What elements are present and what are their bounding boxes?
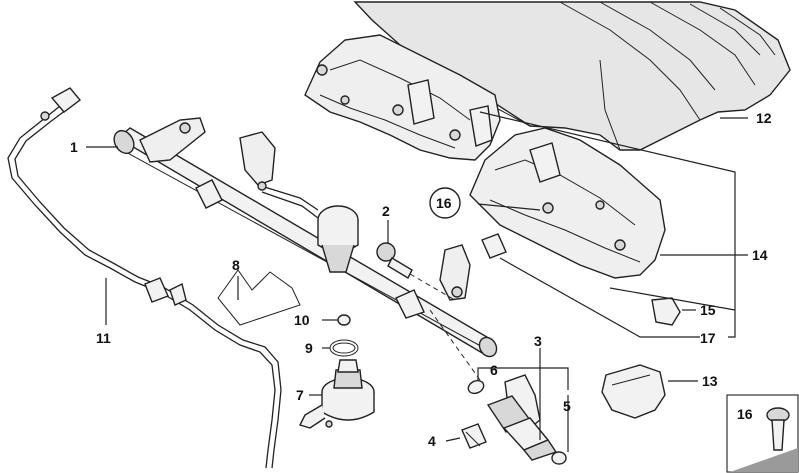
callout-circle-16 (429, 187, 461, 219)
seal-rings (329, 314, 359, 357)
label-part-16: 16 (436, 195, 452, 211)
retaining-spring (217, 269, 301, 326)
label-part-8: 8 (232, 257, 240, 273)
vacuum-line (7, 87, 282, 469)
label-part-1: 1 (70, 139, 78, 155)
label-part-10: 10 (294, 312, 310, 328)
pressure-regulator (299, 359, 375, 429)
upper-trim-bracket (304, 34, 501, 161)
label-part-6: 6 (490, 362, 498, 378)
o-rings (467, 379, 567, 465)
label-part-13: 13 (702, 373, 718, 389)
label-part-5: 5 (563, 398, 571, 414)
part-labels: 1 2 3 4 5 6 7 8 9 10 11 12 13 14 15 16 1… (70, 110, 772, 449)
label-part-12: 12 (756, 110, 772, 126)
label-part-9: 9 (305, 340, 313, 356)
label-part-4: 4 (428, 433, 436, 449)
label-part-15: 15 (700, 302, 716, 318)
inset-label-16: 16 (737, 406, 753, 422)
label-part-7: 7 (296, 387, 304, 403)
injector-clip (461, 423, 487, 449)
inset-box (726, 394, 799, 473)
label-part-14: 14 (752, 247, 768, 263)
label-part-11: 11 (96, 330, 111, 346)
label-part-2: 2 (382, 203, 390, 219)
leader-lines (86, 111, 748, 452)
lower-trim-bracket (469, 127, 666, 279)
fuel-injector (429, 309, 558, 461)
screw-2 (376, 242, 456, 301)
label-part-3: 3 (534, 333, 542, 349)
clips (481, 233, 681, 419)
fuel-rail (113, 117, 498, 358)
label-part-17: 17 (700, 330, 716, 346)
